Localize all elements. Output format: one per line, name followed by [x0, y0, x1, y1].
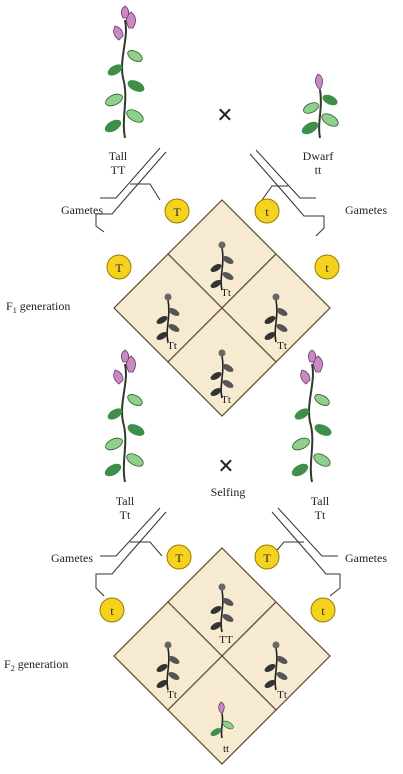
parent-right-label: Dwarf — [303, 149, 334, 163]
gametes-label-right: Gametes — [345, 203, 387, 217]
parent-left-label: Tall — [109, 149, 128, 163]
dwarf-plant-icon — [300, 74, 341, 138]
gamete-left-bottom: T — [115, 261, 123, 275]
cross-2: Tall Tt Tall Tt × Selfing Gametes Gamete… — [4, 350, 387, 764]
parent-left-genotype: TT — [111, 163, 126, 177]
parent-right-genotype: Tt — [315, 508, 326, 522]
cell-top-genotype: TT — [219, 634, 233, 646]
tall-plant-icon — [103, 6, 147, 138]
gametes-label-right: Gametes — [345, 551, 387, 565]
parent-left-genotype: Tt — [120, 508, 131, 522]
cross-1: Tall TT Dwarf tt × Gametes Gametes T T t… — [6, 6, 387, 416]
parent-right-genotype: tt — [315, 163, 322, 177]
cross-symbol: × — [218, 451, 234, 482]
parent-left-label: Tall — [116, 494, 135, 508]
parent-right-label: Tall — [311, 494, 330, 508]
bracket-right — [278, 508, 338, 556]
tall-plant-icon — [290, 350, 334, 482]
gamete-left-top: T — [175, 551, 183, 565]
cell-top-genotype: Tt — [221, 287, 231, 299]
gametes-label-left: Gametes — [61, 203, 103, 217]
cell-right-genotype: Tt — [277, 340, 287, 352]
cell-left-genotype: Tt — [167, 689, 177, 701]
tall-plant-icon — [103, 350, 147, 482]
gamete-right-top: T — [263, 551, 271, 565]
cell-bottom-genotype: tt — [223, 743, 229, 755]
selfing-label: Selfing — [211, 485, 246, 499]
cell-left-genotype: Tt — [167, 340, 177, 352]
cell-bottom-genotype: Tt — [221, 394, 231, 406]
cell-right-genotype: Tt — [277, 689, 287, 701]
cross-symbol: × — [217, 100, 233, 131]
gametes-label-left: Gametes — [51, 551, 93, 565]
gamete-left-top: T — [173, 205, 181, 219]
